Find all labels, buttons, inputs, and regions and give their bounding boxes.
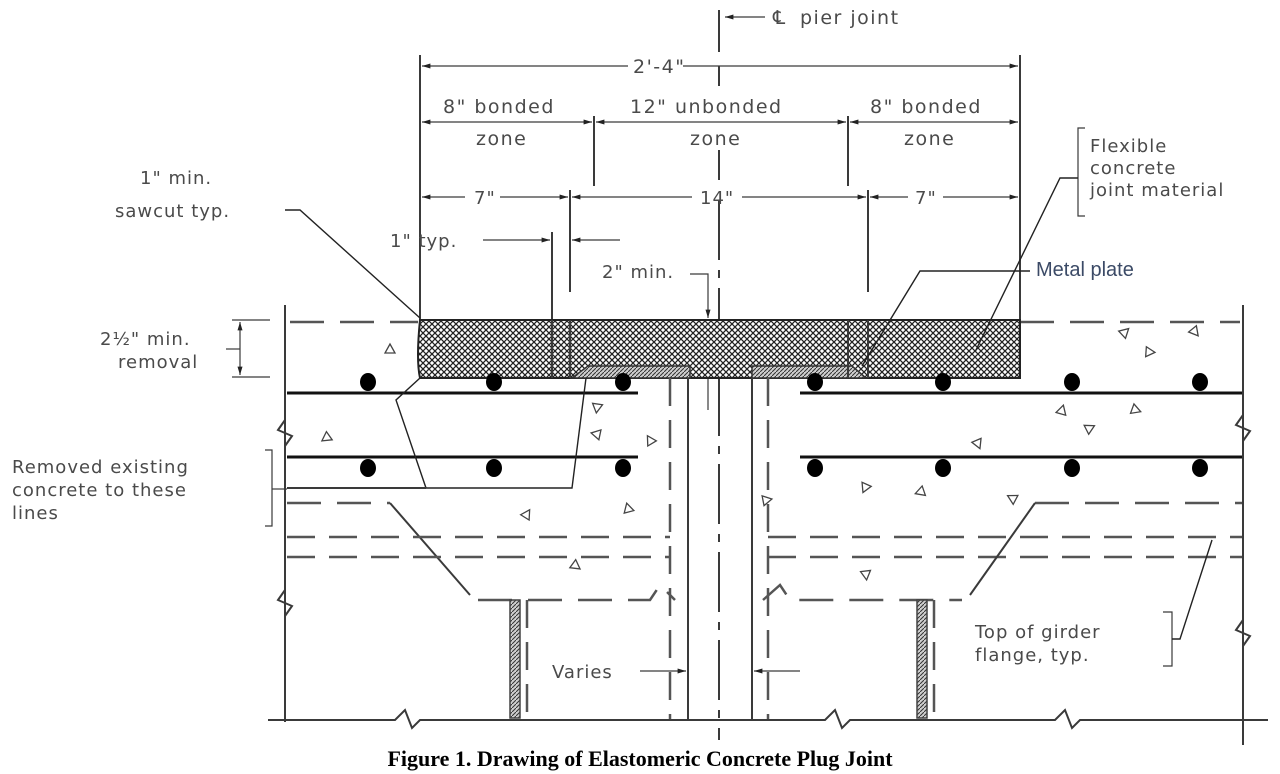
aggregate-mark [646,434,658,448]
girder-line2: flange, typ. [975,645,1090,666]
zone-right-bottom: zone [904,128,955,150]
flexible-joint-material [417,319,1021,379]
aggregate-mark [970,437,982,450]
zone-dimensions: 8" bonded zone 12" unbonded zone 8" bond… [422,96,1018,186]
removal-outline [287,377,587,489]
removal-depth: 2½" min. removal [100,319,270,378]
aggregate-mark [1083,424,1096,436]
centerline-label: pier joint [800,7,900,29]
flexible-material-note: Flexible concrete joint material [974,127,1224,353]
aggregate-mark [1006,494,1019,506]
sawcut-line2: sawcut typ. [115,201,230,222]
flexible-line3: joint material [1089,180,1224,201]
metal-plate [551,320,869,379]
zone-center-top: 12" unbonded [630,96,783,118]
aggregate-mark [1054,403,1067,417]
figure-caption: Figure 1. Drawing of Elastomeric Concret… [387,746,893,771]
centerline: ℄ pier joint [718,7,900,740]
rebar-dot [1192,373,1208,391]
joint-gap [668,378,770,720]
removed-concrete-note: Removed existing concrete to these lines [12,449,287,527]
rebar-dot [360,373,376,391]
metal-plate-note: Metal plate [861,259,1134,367]
rebar-dot [486,459,502,477]
zone-center-bottom: zone [690,128,741,150]
aggregate-mark [859,569,872,582]
dim-left-label: 7" [474,188,496,209]
removed-line2: concrete to these [12,480,187,501]
varies-dimension: Varies [552,662,800,683]
rebar-dot [615,459,631,477]
zone-left-top: 8" bonded [443,96,555,118]
one-inch-typ-label: 1" typ. [390,231,457,252]
aggregate-mark [519,508,531,522]
two-inch-min-label: 2" min. [602,262,674,283]
aggregate-mark [761,494,774,507]
zone-right-top: 8" bonded [870,96,982,118]
overall-width-label: 2'-4" [633,56,686,78]
rebar-dot [615,373,631,391]
dim-right-label: 7" [915,188,937,209]
aggregate-mark [861,481,873,494]
flexible-line2: concrete [1090,158,1176,179]
aggregate-mark [320,430,334,442]
rebar-dot [1192,459,1208,477]
rebar-dot [807,459,823,477]
aggregate-mark [1129,402,1142,415]
centerline-symbol: ℄ [772,7,787,29]
haunch-and-girder [268,414,1268,730]
existing-deck-surface [284,305,1244,745]
aggregate-mark [623,501,636,515]
varies-label: Varies [552,662,613,683]
dim-center-label: 14" [700,188,734,209]
rebar-dot [1064,459,1080,477]
aggregate-mark [1187,324,1199,337]
rebar-dot [935,373,951,391]
aggregate-mark [589,428,602,441]
aggregate-mark [568,558,582,570]
removed-line1: Removed existing [12,457,189,478]
sawcut-note: 1" min. sawcut typ. [115,168,421,319]
removal-line1: 2½" min. [100,329,191,350]
aggregate-mark [1144,345,1157,358]
aggregate-mark [591,402,604,415]
removal-line2: removal [118,352,198,373]
metal-plate-label: Metal plate [1036,259,1134,281]
rebar-dot [1064,373,1080,391]
flexible-line1: Flexible [1090,136,1167,157]
sawcut-line1: 1" min. [140,168,212,189]
rebar-dot [360,459,376,477]
aggregate-mark [914,484,927,497]
rebar-dot [935,459,951,477]
aggregate-mark [1117,327,1130,340]
girder-flange-note: Top of girder flange, typ. [974,539,1213,667]
reinforcement [287,373,1242,477]
zone-left-bottom: zone [476,128,527,150]
aggregate-mark [383,342,397,354]
overall-dimension: 2'-4" [419,55,1021,320]
removed-line3: lines [12,503,59,524]
plate-dimensions: 7" 14" 7" 1" typ. 2" min. [390,188,1018,410]
rebar-dot [807,373,823,391]
rebar-dot [486,373,502,391]
concrete-aggregate-marks [320,324,1199,582]
girder-line1: Top of girder [974,622,1101,643]
